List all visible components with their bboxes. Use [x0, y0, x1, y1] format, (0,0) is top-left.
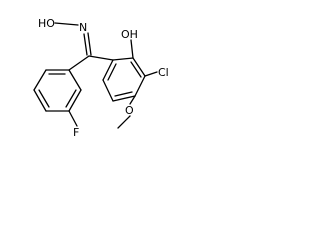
- central-carbon-bonds: [68, 55, 114, 71]
- bond-c-oh: [130, 39, 134, 59]
- ring-left-bond-2: [33, 69, 47, 91]
- bond-c-o-methoxy: [129, 95, 136, 105]
- bond-c-f: [68, 110, 78, 127]
- substituted-phenyl-ring: [102, 39, 158, 129]
- ring-left-bond-5: [68, 89, 82, 112]
- fluorine-label: F: [73, 126, 79, 139]
- bond-o-n: [54, 22, 79, 26]
- ring-right-bond-4-inner: [114, 91, 133, 97]
- bond-c-left-ring: [68, 55, 90, 71]
- ring-left-bond-5-inner: [65, 89, 77, 108]
- oxime-n-label: N: [79, 21, 87, 34]
- ring-right-bond-1: [112, 57, 134, 61]
- oxime-oh-label: HO: [38, 17, 55, 30]
- ring-left-bond-3-inner: [38, 89, 50, 108]
- methoxy-o-label: O: [125, 104, 134, 117]
- ring-left-bond-6: [68, 69, 82, 91]
- oxime-group: [54, 22, 92, 56]
- ring-right-bond-2-inner: [130, 61, 142, 78]
- ring-right-bond-6-inner: [107, 63, 117, 81]
- ring-right-bond-2: [132, 57, 146, 77]
- bond-n-c-double-2: [83, 33, 88, 56]
- phenol-oh-label: OH: [121, 28, 138, 41]
- fluorophenyl-ring: [33, 69, 82, 127]
- ring-right-bond-3: [134, 75, 146, 97]
- ring-right-bond-6: [102, 59, 114, 81]
- bond-c-cl: [144, 71, 158, 77]
- bond-c-right-ring: [88, 55, 114, 61]
- ring-right-bond-5: [102, 79, 114, 102]
- chlorine-label: Cl: [158, 66, 169, 79]
- bond-n-c-double-1: [87, 32, 92, 56]
- ring-right-bond-4: [112, 95, 136, 102]
- chemical-structure: HO N OH Cl O F: [33, 17, 169, 139]
- bond-o-ch3: [117, 115, 131, 129]
- ring-left-bond-3: [33, 89, 47, 112]
